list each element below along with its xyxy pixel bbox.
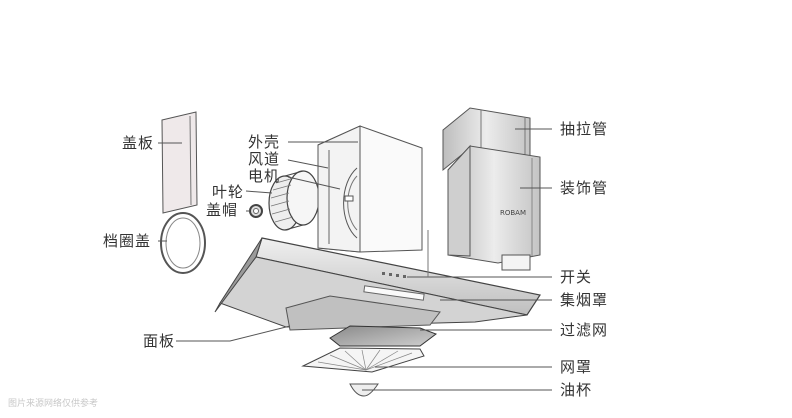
label-mesh-cover: 网罩 — [560, 358, 593, 376]
watermark: 图片来源网络仅供参考 — [8, 399, 99, 409]
baffle-ring-part — [160, 212, 206, 274]
shell-part — [317, 125, 423, 253]
cover-plate-part — [161, 111, 198, 214]
filter-mesh-part — [329, 325, 438, 347]
label-smoke-collector: 集烟罩 — [560, 291, 609, 309]
chimney-tubes-part: ROBAM — [442, 107, 541, 271]
impeller-part — [268, 170, 320, 231]
leader-lines — [158, 128, 552, 391]
label-shell: 外壳 — [248, 133, 281, 151]
label-cap-nut: 盖帽 — [206, 201, 239, 219]
mesh-cover-part — [301, 347, 425, 373]
brand-mark: ROBAM — [500, 209, 526, 217]
label-air-duct: 风道 — [248, 150, 281, 168]
label-motor: 电机 — [248, 167, 281, 185]
label-impeller: 叶轮 — [212, 183, 245, 201]
label-switch: 开关 — [560, 268, 593, 286]
label-panel: 面板 — [143, 332, 176, 350]
label-oil-cup: 油杯 — [560, 381, 593, 399]
hood-body-part — [214, 237, 541, 331]
label-decorative-tube: 装饰管 — [560, 179, 609, 197]
label-pull-tube: 抽拉管 — [560, 120, 609, 138]
label-filter-mesh: 过滤网 — [560, 321, 609, 339]
cap-nut-part — [249, 204, 263, 218]
label-cover-plate: 盖板 — [122, 134, 155, 152]
label-baffle-ring-cover: 档圈盖 — [103, 232, 152, 250]
